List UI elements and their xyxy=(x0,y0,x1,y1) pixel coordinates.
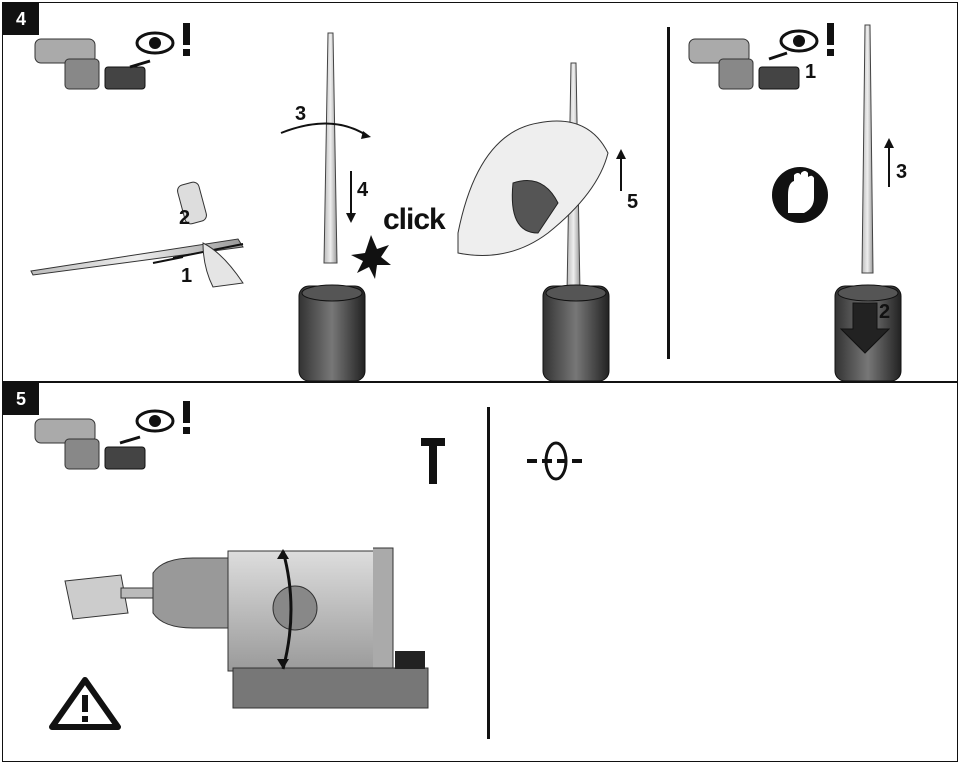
step-label-2: 2 xyxy=(179,207,191,229)
step-4-illustration xyxy=(30,23,902,381)
chisel-remove xyxy=(834,24,902,381)
tool-battery-eye-icon xyxy=(34,401,190,470)
warning-triangle-icon xyxy=(49,677,121,730)
gloved-hand-pull xyxy=(457,62,626,381)
gloves-icon xyxy=(772,167,828,223)
click-text: click xyxy=(383,203,446,236)
step-label-5: 5 xyxy=(627,191,639,213)
panel-divider xyxy=(667,27,670,359)
chisel-cleaning xyxy=(30,181,244,288)
step-label-1: 1 xyxy=(181,265,193,287)
step-number: 4 xyxy=(3,3,39,35)
tool-battery-eye-icon xyxy=(34,23,190,90)
step-label-r3: 3 xyxy=(896,161,908,183)
step-label-4: 4 xyxy=(357,179,369,201)
chisel-insert xyxy=(280,32,391,381)
step-5-panel: 5 xyxy=(2,382,958,762)
step-number: 5 xyxy=(3,383,39,415)
step-label-r1: 1 xyxy=(805,61,817,83)
tool-battery-eye-icon-right xyxy=(688,23,834,90)
step-label-r2: 2 xyxy=(879,301,891,323)
step-4-panel: 4 xyxy=(2,2,958,382)
panel-divider xyxy=(487,407,490,739)
breaker-hammer-left xyxy=(64,547,429,709)
hammer-mode-icon xyxy=(421,438,445,484)
step-label-3: 3 xyxy=(295,103,307,125)
rotation-mode-icon xyxy=(527,441,585,481)
step-5-illustration xyxy=(34,401,585,730)
